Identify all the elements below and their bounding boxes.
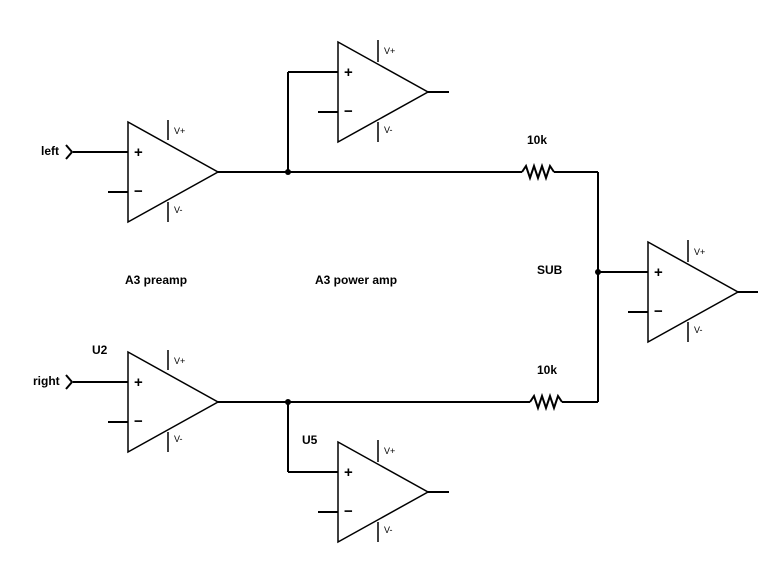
minus-sign: − xyxy=(134,413,143,430)
plus-sign: + xyxy=(344,64,353,81)
vminus-label: V- xyxy=(384,125,393,135)
sub-label: SUB xyxy=(537,263,563,277)
left-input-label: left xyxy=(41,144,59,158)
u2-label: U2 xyxy=(92,343,108,357)
vminus-label: V- xyxy=(174,434,183,444)
left-input-chevron-icon xyxy=(65,144,74,160)
plus-sign: + xyxy=(344,464,353,481)
opamp-right-preamp-u2: + − V+ V- xyxy=(73,350,220,454)
vplus-label: V+ xyxy=(384,46,395,56)
junction-dot xyxy=(285,169,291,175)
opamp-sub: + − V+ V- xyxy=(628,240,758,344)
plus-sign: + xyxy=(654,264,663,281)
power-amp-label: A3 power amp xyxy=(315,273,397,287)
plus-sign: + xyxy=(134,144,143,161)
vminus-label: V- xyxy=(174,205,183,215)
plus-sign: + xyxy=(134,374,143,391)
vplus-label: V+ xyxy=(174,356,185,366)
right-input-chevron-icon xyxy=(65,374,74,390)
vminus-label: V- xyxy=(694,325,703,335)
u5-label: U5 xyxy=(302,433,318,447)
junction-dot xyxy=(285,399,291,405)
vplus-label: V+ xyxy=(174,126,185,136)
junction-dot xyxy=(595,269,601,275)
vplus-label: V+ xyxy=(384,446,395,456)
right-input-label: right xyxy=(33,374,60,388)
vminus-label: V- xyxy=(384,525,393,535)
vplus-label: V+ xyxy=(694,247,705,257)
opamp-left-preamp: + − V+ V- xyxy=(73,120,220,224)
resistor-bottom-label: 10k xyxy=(537,363,557,377)
minus-sign: − xyxy=(344,103,353,120)
minus-sign: − xyxy=(654,303,663,320)
minus-sign: − xyxy=(134,183,143,200)
preamp-label: A3 preamp xyxy=(125,273,187,287)
opamp-bottom-power-amp-u5: + − V+ V- xyxy=(318,440,449,544)
wires xyxy=(218,71,648,473)
minus-sign: − xyxy=(344,503,353,520)
opamp-top-power-amp: + − V+ V- xyxy=(318,40,449,144)
resistor-top-label: 10k xyxy=(527,133,547,147)
